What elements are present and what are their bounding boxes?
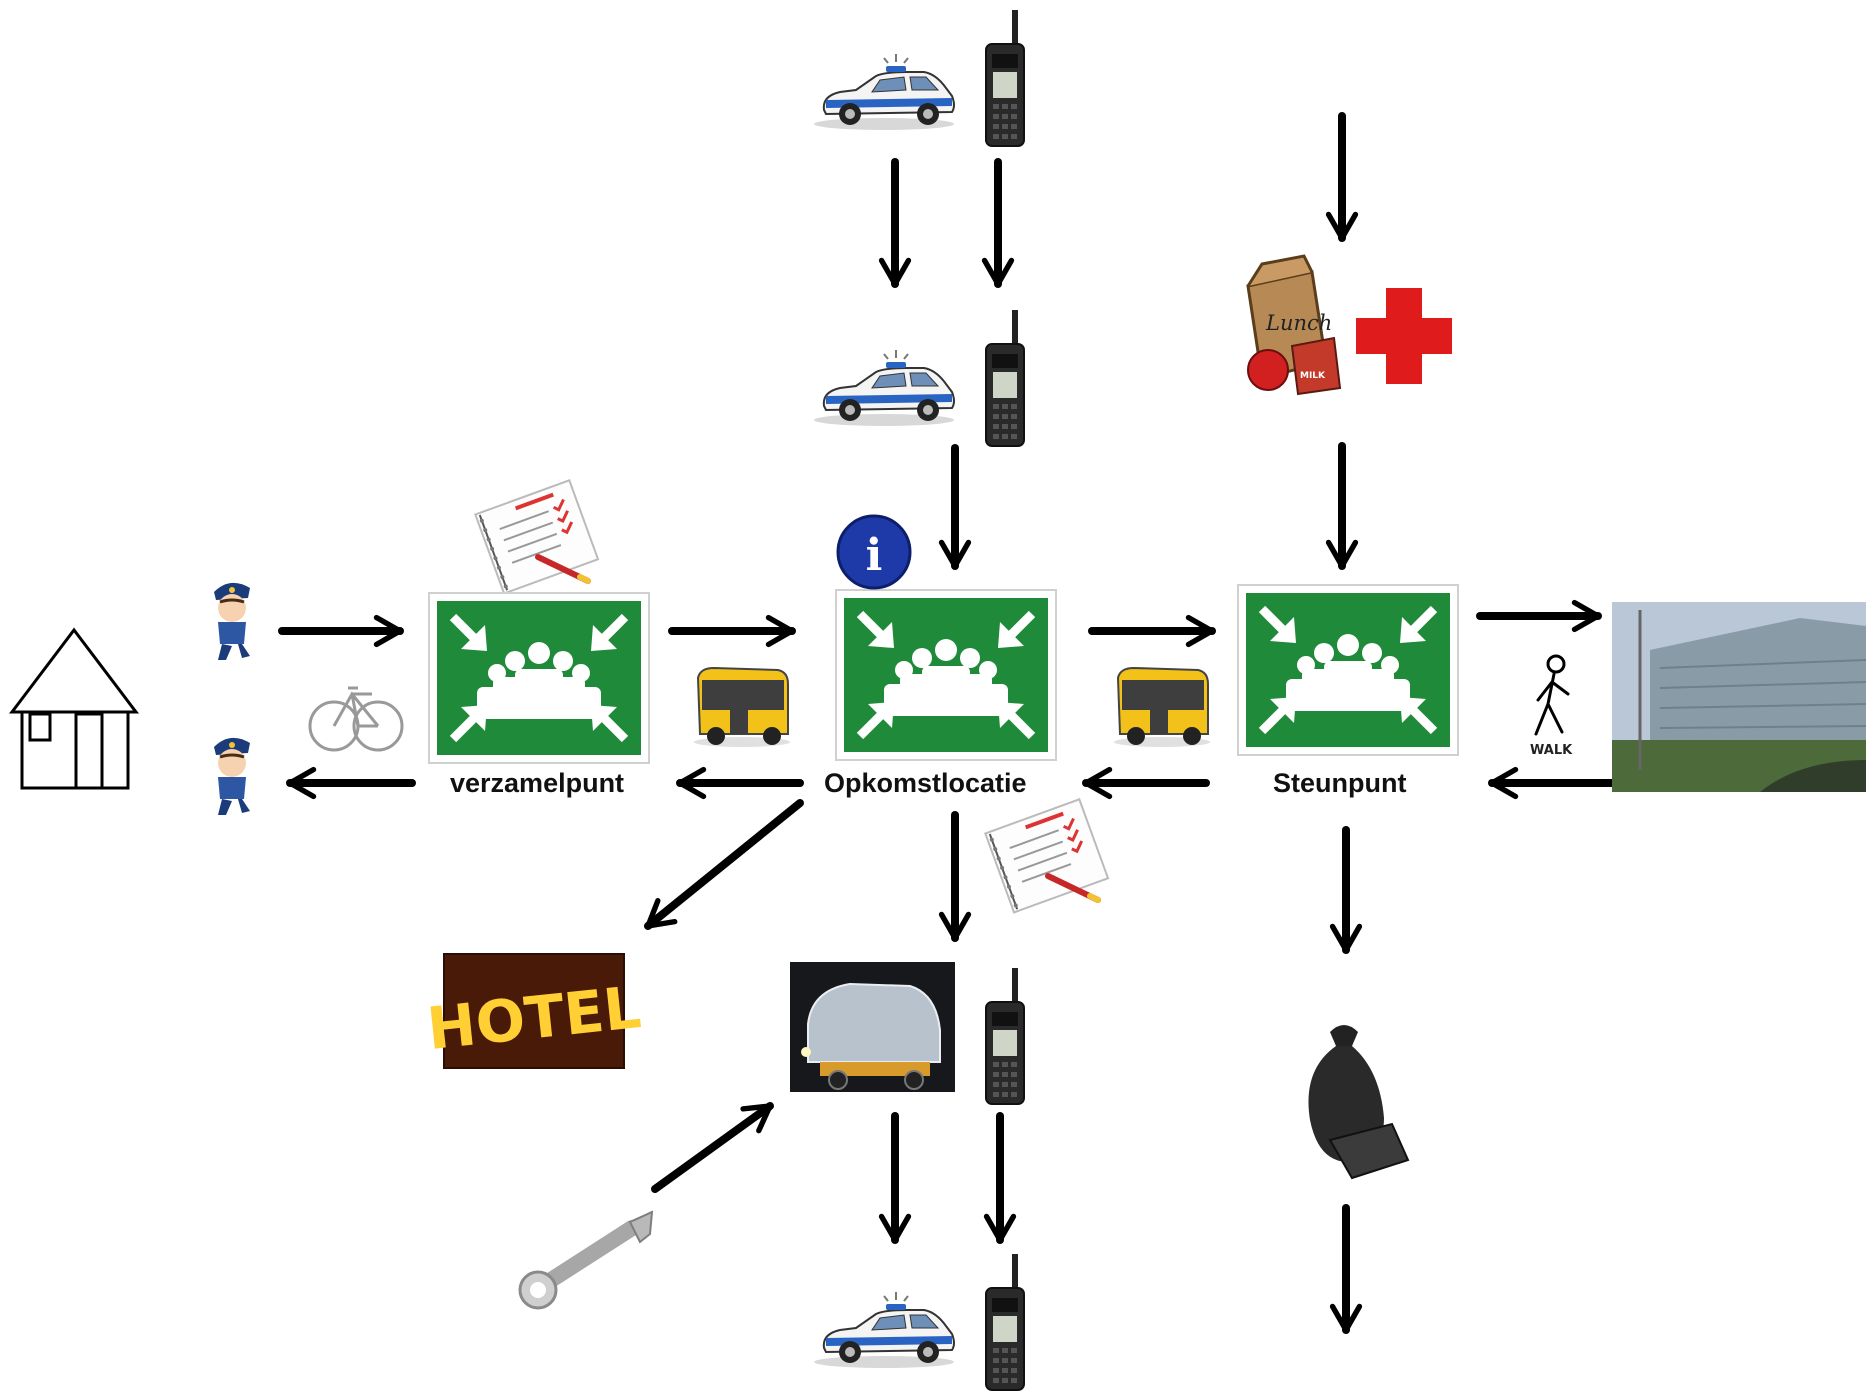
radio-icon [985,967,1025,1105]
tow-truck-photo [790,962,955,1092]
label-verzamelpunt: verzamelpunt [450,768,625,798]
assembly-point-sign-verzamelpunt [429,593,649,763]
arrow-opkomstlocatie-to-hotel [644,799,804,930]
bus-icon [1113,667,1211,748]
radio-icon [985,1253,1025,1391]
bicycle-icon [308,686,404,752]
lunch-bag-icon: Lunch MILK [1246,254,1342,396]
walk-text: WALK [1530,743,1573,758]
house-icon [8,627,140,790]
bus-icon [693,667,791,748]
assembly-point-sign-opkomstlocatie [836,590,1056,760]
walking-person-icon: WALK [1530,654,1573,758]
arrow-wrench-to-tow [651,1102,774,1193]
radio-icon [985,9,1025,147]
building-photo [1612,602,1866,792]
svg-text:i: i [866,530,883,581]
checklist-icon [475,480,598,593]
hotel-sign-photo: HOTEL [424,953,644,1069]
police-car-icon [813,53,955,131]
info-icon: i [836,514,912,590]
label-steunpunt: Steunpunt [1273,768,1407,798]
first-aid-cross-icon [1356,288,1452,384]
police-officer-icon [212,581,252,662]
flow-arrows [278,112,1616,1334]
police-officer-icon [212,736,252,817]
checklist-icon [985,799,1108,912]
assembly-point-sign-steunpunt [1238,585,1458,755]
label-opkomstlocatie: Opkomstlocatie [824,768,1027,798]
lunch-text: Lunch [1265,311,1332,335]
police-car-icon [813,349,955,427]
police-car-icon [813,1291,955,1369]
garbage-bag-icon [1308,1025,1410,1180]
wrench-icon [518,1210,654,1310]
milk-text: MILK [1300,371,1326,381]
radio-icon [985,309,1025,447]
